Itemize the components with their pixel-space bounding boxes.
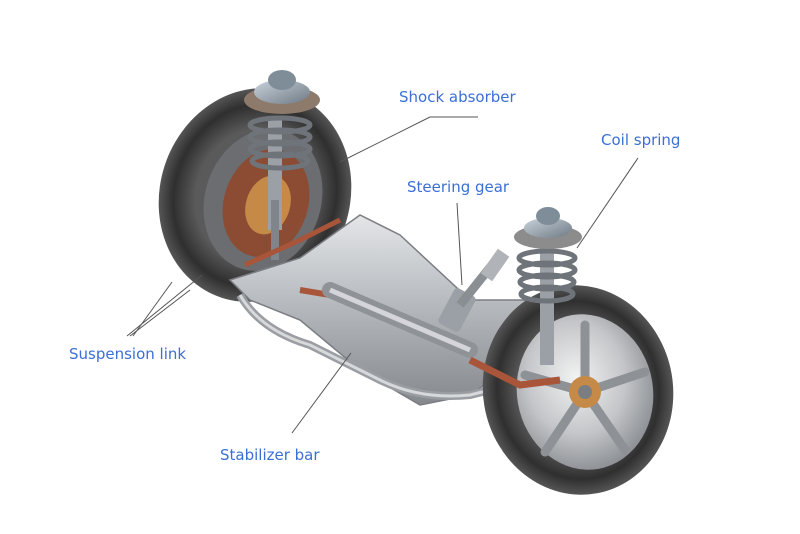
- leader-lines: [126, 116, 639, 434]
- label-steering-gear: Steering gear: [407, 178, 510, 196]
- label-coil-spring: Coil spring: [601, 131, 681, 149]
- leader-stabilizer-bar: [291, 352, 352, 434]
- leader-coil-spring: [576, 157, 639, 249]
- label-suspension-link: Suspension link: [69, 345, 187, 363]
- leader-shock-absorber: [339, 116, 431, 163]
- steering-gear: [322, 248, 510, 358]
- right-strut: [514, 207, 582, 365]
- leader-steering-gear: [456, 202, 463, 286]
- label-stabilizer-bar: Stabilizer bar: [220, 446, 320, 464]
- leader-suspension-link-1: [126, 274, 203, 337]
- right-control-arm: [468, 356, 561, 389]
- label-shock-absorber: Shock absorber: [399, 88, 516, 106]
- leader-suspension-link-3: [132, 281, 173, 337]
- left-strut: [244, 70, 320, 260]
- leader-suspension-link-2: [129, 289, 191, 337]
- stabilizer-bar: [236, 292, 531, 400]
